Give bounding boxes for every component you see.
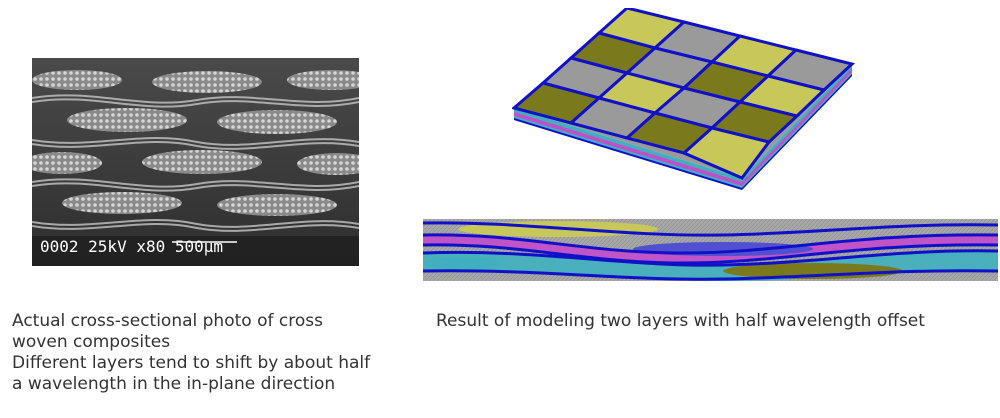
iso-model-graphic — [512, 8, 856, 190]
warp-yarns — [32, 94, 359, 232]
section-strip-graphic — [423, 219, 998, 281]
caption-sem-photo: Actual cross-sectional photo of cross wo… — [12, 311, 412, 395]
caption-left-line-4: a wavelength in the in-plane direction — [12, 374, 336, 394]
caption-right-line: Result of modeling two layers with half … — [436, 311, 925, 331]
caption-left-line-1: Actual cross-sectional photo of cross — [12, 311, 323, 331]
caption-model-result: Result of modeling two layers with half … — [436, 311, 996, 332]
sem-overlay-text: 0002 25kV x80 500µm — [40, 237, 223, 256]
caption-left-line-2: woven composites — [12, 332, 171, 352]
sem-photo-graphic: 0002 25kV x80 500µm — [32, 58, 359, 266]
isometric-woven-model — [512, 8, 857, 193]
yarn-diamonds — [512, 8, 856, 180]
fiber-bundles — [32, 70, 359, 216]
sem-cross-section-photo: 0002 25kV x80 500µm — [32, 58, 359, 266]
cross-section-strip — [423, 219, 998, 281]
caption-left-line-3: Different layers tend to shift by about … — [12, 353, 371, 373]
